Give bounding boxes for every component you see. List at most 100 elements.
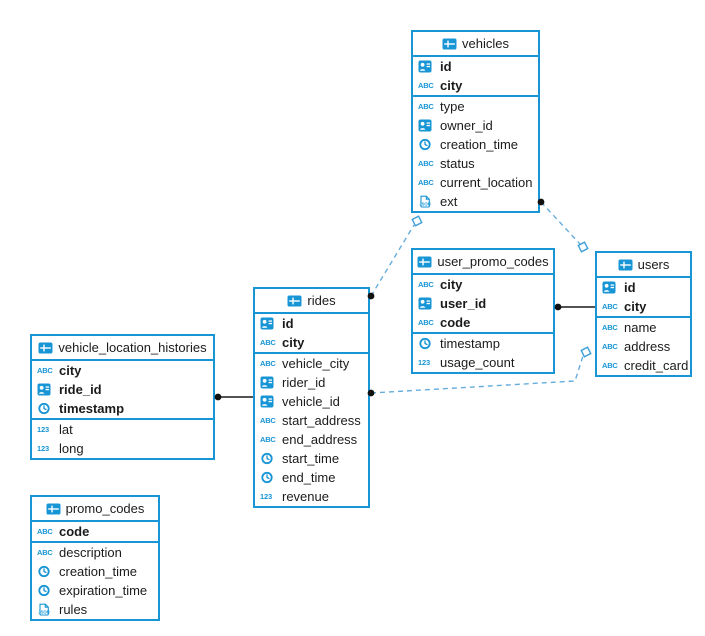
table-header[interactable]: promo_codes	[32, 497, 158, 522]
table-icon	[287, 295, 302, 306]
column-timestamp[interactable]: timestamp	[32, 399, 213, 418]
column-end_time[interactable]: end_time	[255, 468, 368, 487]
column-expiration_time[interactable]: expiration_time	[32, 581, 158, 600]
column-type-icon-wrap: ABC	[602, 343, 620, 351]
user-id-icon	[260, 376, 274, 389]
column-type-icon-wrap: 123	[260, 493, 278, 501]
number-type-icon: 123	[418, 357, 430, 367]
relationship-dot-end	[214, 393, 222, 401]
column-type-icon-wrap: 123	[37, 426, 55, 434]
column-user_id[interactable]: user_id	[413, 294, 553, 313]
relationship-rides-vehicles[interactable]	[370, 224, 415, 297]
column-name: status	[440, 156, 475, 171]
relationship-vehicles-users[interactable]	[540, 201, 581, 245]
column-owner_id[interactable]: owner_id	[413, 116, 538, 135]
text-type-icon: ABC	[260, 337, 276, 347]
clock-icon	[38, 584, 50, 597]
column-code[interactable]: ABC code	[32, 522, 158, 541]
column-name: rules	[59, 602, 88, 617]
column-name: owner_id	[440, 118, 493, 133]
table-icon	[442, 38, 457, 50]
column-name: city	[440, 78, 463, 93]
table-icon	[46, 503, 61, 514]
column-name: vehicle_id	[282, 394, 340, 409]
column-timestamp[interactable]: timestamp	[413, 334, 553, 353]
column-type-icon-wrap: ABC	[37, 528, 55, 536]
table-header[interactable]: rides	[255, 289, 368, 314]
table-title: vehicle_location_histories	[58, 340, 207, 355]
clock-icon	[419, 138, 431, 151]
column-id[interactable]: id	[413, 57, 538, 76]
column-name: code	[59, 524, 90, 539]
column-start_time[interactable]: start_time	[255, 449, 368, 468]
table-header[interactable]: vehicle_location_histories	[32, 336, 213, 361]
column-type-icon-wrap: ABC	[418, 319, 436, 327]
column-name: ride_id	[59, 382, 102, 397]
table-icon	[618, 259, 633, 270]
column-name: expiration_time	[59, 583, 148, 598]
column-type-icon-wrap	[418, 337, 436, 350]
table-header[interactable]: user_promo_codes	[413, 250, 553, 275]
column-type-icon-wrap: ABC	[260, 436, 278, 444]
column-type-icon-wrap: ABC	[260, 339, 278, 347]
column-creation_time[interactable]: creation_time	[413, 135, 538, 154]
column-type-icon-wrap	[37, 402, 55, 415]
column-type-icon-wrap	[260, 317, 278, 330]
column-type-icon-wrap	[418, 119, 436, 132]
column-name: creation_time	[440, 137, 519, 152]
column-type-icon-wrap: ABC	[602, 362, 620, 370]
column-name: creation_time	[59, 564, 138, 579]
column-vehicle_id[interactable]: vehicle_id	[255, 392, 368, 411]
table-header[interactable]: vehicles	[413, 32, 538, 57]
number-type-icon: 123	[37, 443, 49, 453]
column-name: id	[624, 280, 636, 295]
column-rider_id[interactable]: rider_id	[255, 373, 368, 392]
table-icon	[287, 295, 302, 307]
user-id-icon	[418, 119, 432, 132]
column-id[interactable]: id	[597, 278, 690, 297]
user-id-icon	[260, 317, 274, 330]
clock-icon	[261, 452, 273, 465]
user-id-icon	[418, 297, 432, 310]
text-type-icon: ABC	[418, 279, 434, 289]
column-type-icon-wrap	[260, 395, 278, 408]
table-header[interactable]: users	[597, 253, 690, 278]
column-creation_time[interactable]: creation_time	[32, 562, 158, 581]
column-id[interactable]: id	[255, 314, 368, 333]
column-name: name	[624, 320, 657, 335]
table-title: user_promo_codes	[437, 254, 549, 269]
column-ride_id[interactable]: ride_id	[32, 380, 213, 399]
